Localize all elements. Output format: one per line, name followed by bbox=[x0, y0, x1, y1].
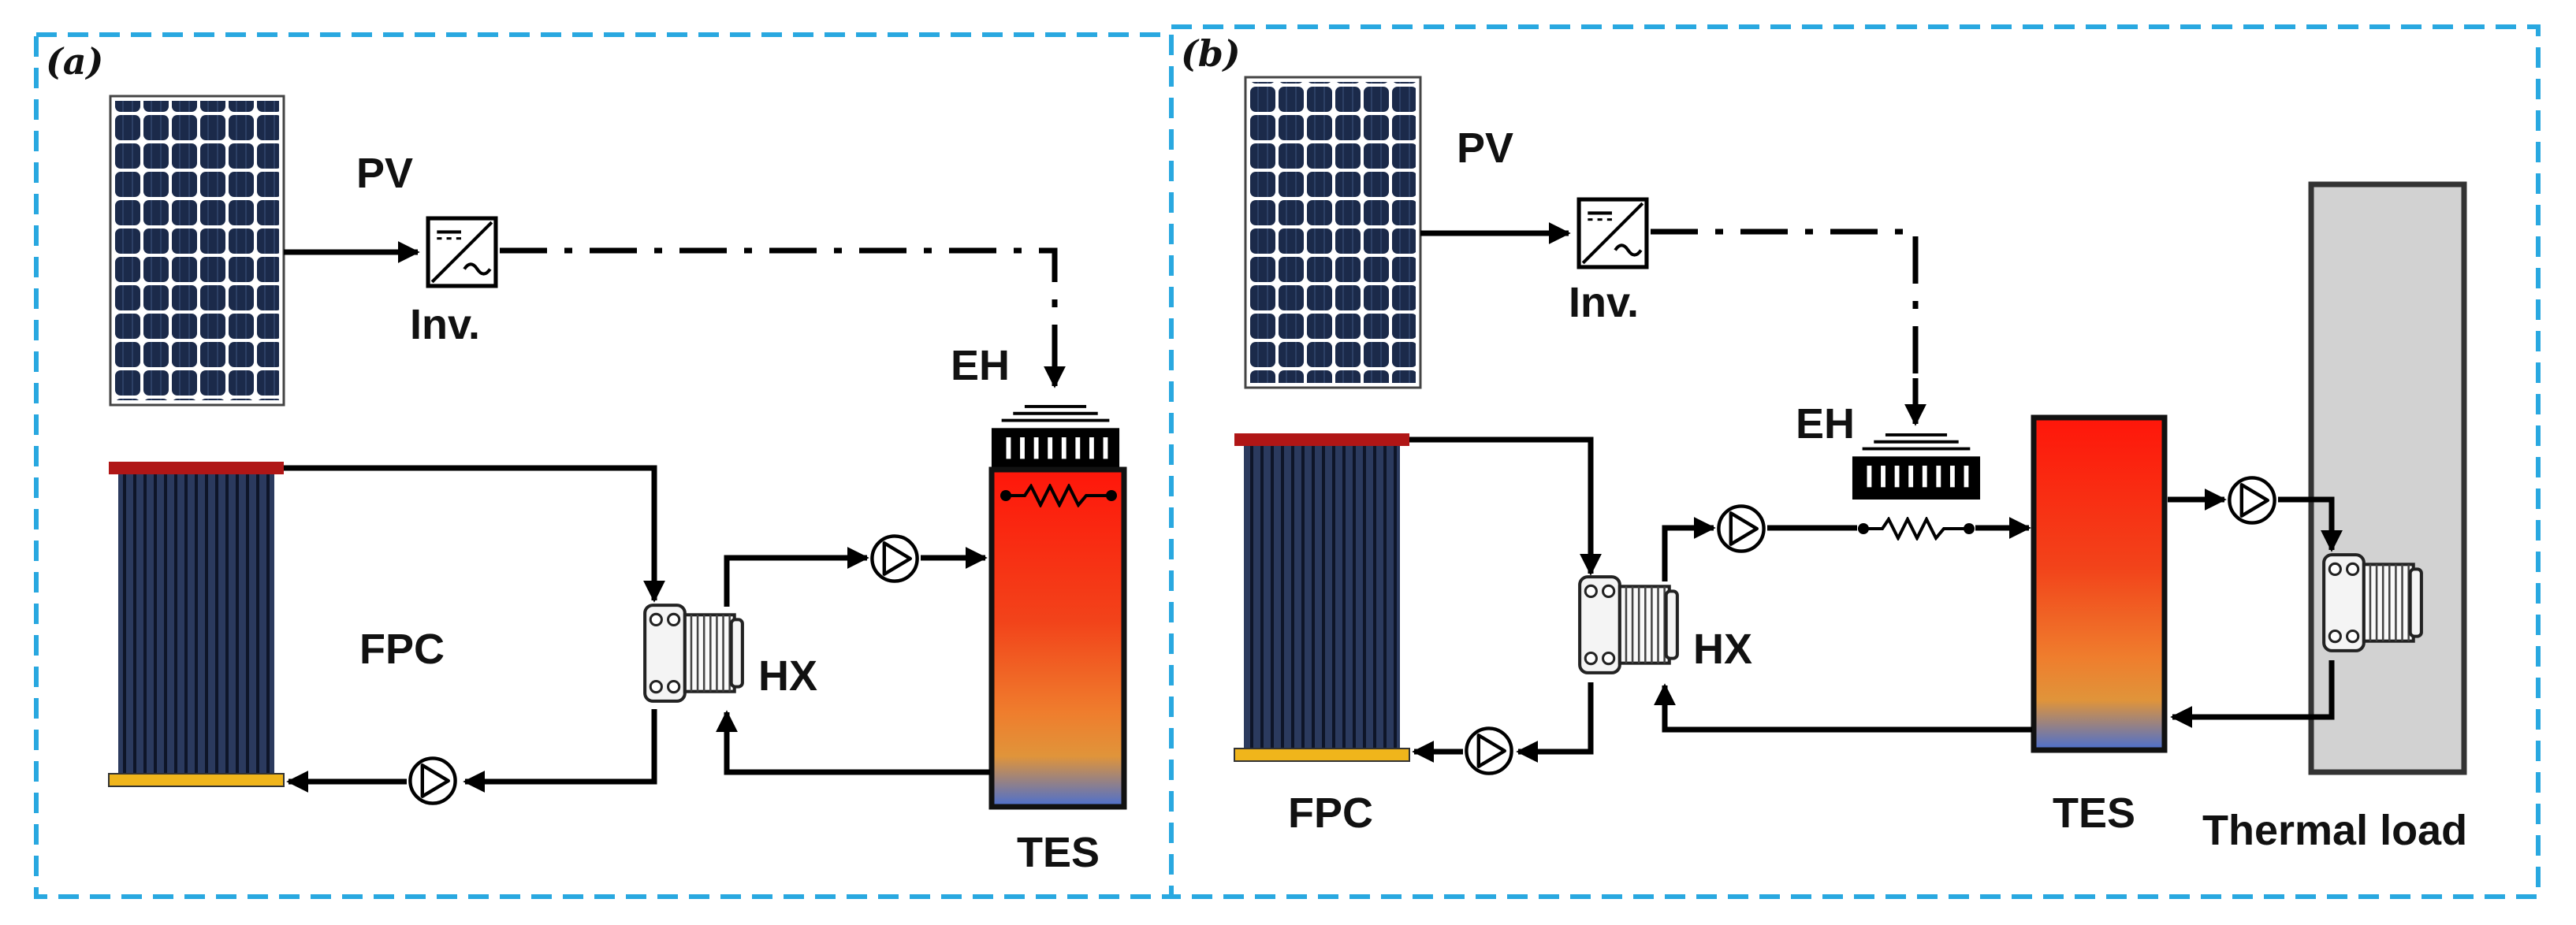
panel-b-frame bbox=[1169, 24, 2541, 899]
hx-to-pump-pipe bbox=[724, 547, 869, 607]
pv-label: PV bbox=[356, 150, 413, 197]
hx-label: HX bbox=[1693, 626, 1752, 673]
inverter-icon bbox=[1579, 199, 1647, 267]
hx-return-pipe bbox=[463, 709, 657, 793]
heat-exchanger-icon bbox=[645, 605, 743, 701]
eh-label: EH bbox=[1796, 400, 1855, 448]
panel-a: (a) PV Inv. EH TES FPC HX bbox=[46, 40, 1127, 876]
fpc-label: FPC bbox=[1288, 789, 1373, 837]
solar-panel-icon bbox=[109, 95, 285, 407]
electric-heater-icon bbox=[1852, 435, 1980, 500]
fpc-supply-pipe bbox=[284, 465, 665, 603]
pump-icon bbox=[2229, 477, 2274, 522]
heater-resistor-icon bbox=[1857, 518, 1975, 540]
inverter-to-eh-signal bbox=[1651, 228, 1919, 378]
heat-exchanger-icon bbox=[2324, 555, 2422, 651]
load-return-pipe bbox=[2170, 660, 2335, 728]
flat-plate-collector-icon bbox=[108, 462, 285, 787]
storage-tank-icon bbox=[988, 466, 1127, 810]
pump-to-load-hx-pipe bbox=[2278, 496, 2343, 552]
inverter-label: Inv. bbox=[410, 301, 480, 348]
inverter-icon bbox=[428, 218, 496, 286]
eh-label: EH bbox=[951, 342, 1010, 389]
pump-icon bbox=[1466, 728, 1511, 773]
thermal-load-box bbox=[2308, 181, 2467, 775]
fpc-label: FPC bbox=[359, 626, 445, 673]
tes-label: TES bbox=[1017, 829, 1100, 876]
pump-icon bbox=[872, 536, 917, 581]
inverter-to-eh-signal bbox=[500, 247, 1058, 370]
hx-to-pump-pipe bbox=[1662, 517, 1716, 581]
heat-exchanger-icon bbox=[1580, 577, 1677, 673]
panel-b: (b) PV Inv. EH FPC HX bbox=[1181, 32, 2467, 854]
fpc-supply-pipe bbox=[1409, 436, 1602, 576]
pump-icon bbox=[1718, 506, 1763, 551]
hx-label: HX bbox=[758, 652, 817, 700]
electric-heater-icon bbox=[992, 407, 1119, 471]
pump-icon bbox=[410, 758, 455, 803]
tes-return-pipe bbox=[716, 710, 990, 775]
storage-tank-icon bbox=[2031, 414, 2168, 753]
tes-return-pipe bbox=[1654, 683, 2032, 733]
pv-label: PV bbox=[1457, 124, 1513, 172]
panel-b-tag: (b) bbox=[1181, 32, 1241, 75]
tes-label: TES bbox=[2053, 789, 2135, 837]
flat-plate-collector-icon bbox=[1234, 433, 1410, 762]
solar-panel-icon bbox=[1244, 76, 1422, 389]
panel-a-frame bbox=[34, 32, 1174, 899]
inverter-label: Inv. bbox=[1569, 279, 1639, 326]
hx-return-pipe bbox=[1516, 682, 1594, 763]
panel-a-tag: (a) bbox=[46, 40, 103, 83]
thermal-load-label: Thermal load bbox=[2202, 807, 2467, 854]
